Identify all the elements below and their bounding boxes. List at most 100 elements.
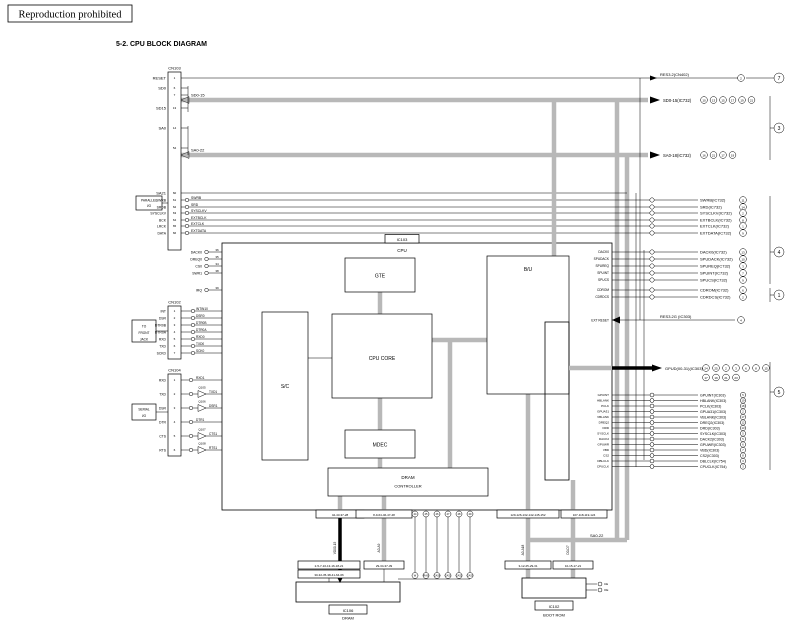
- svg-text:SYSCLKV: SYSCLKV: [150, 211, 166, 215]
- svg-text:SPUCS(IC732): SPUCS(IC732): [700, 277, 728, 282]
- svg-text:7: 7: [742, 448, 744, 452]
- svg-text:60: 60: [173, 191, 177, 195]
- svg-text:61: 61: [173, 198, 177, 202]
- svg-text:7: 7: [174, 351, 176, 355]
- svg-text:SPUREQ: SPUREQ: [596, 264, 610, 268]
- svg-text:GPUD(00-31)(IC303): GPUD(00-31)(IC303): [665, 366, 703, 371]
- svg-text:2: 2: [725, 366, 727, 370]
- cpu-name: CPU: [397, 248, 407, 253]
- svg-text:63: 63: [173, 211, 177, 215]
- svg-text:CS2: CS2: [603, 454, 609, 458]
- svg-text:RXD: RXD: [159, 378, 167, 382]
- svg-text:CAS0: CAS0: [434, 574, 441, 578]
- svg-text:CDRDCS(IC732): CDRDCS(IC732): [700, 294, 731, 299]
- svg-text:17: 17: [731, 98, 735, 102]
- svg-text:34: 34: [215, 262, 219, 266]
- svg-text:VBD: VBD: [603, 448, 610, 452]
- svg-text:PCLK(IC303): PCLK(IC303): [700, 404, 721, 408]
- svg-text:7: 7: [742, 271, 744, 275]
- mdec-block: MDEC: [344, 429, 416, 459]
- svg-text:3: 3: [742, 465, 744, 469]
- bus-interface-box: [544, 321, 570, 481]
- dram-name: DRAM: [342, 616, 354, 621]
- svg-text:RES3.2G (IC303): RES3.2G (IC303): [660, 314, 692, 319]
- sd-bus-dest-circles: 10 13 15 17 19 21: [700, 96, 756, 104]
- svg-text:10: 10: [741, 257, 745, 261]
- svg-text:4: 4: [174, 330, 176, 334]
- svg-text:6: 6: [742, 443, 744, 447]
- svg-text:19: 19: [714, 376, 718, 380]
- svg-text:SPUREQ(IC732): SPUREQ(IC732): [700, 263, 731, 268]
- svg-text:S/C: S/C: [281, 384, 290, 390]
- svg-text:25: 25: [714, 366, 718, 370]
- svg-text:Q108: Q108: [198, 442, 206, 446]
- svg-text:SRDB: SRDB: [157, 205, 167, 209]
- svg-text:SWR1: SWR1: [192, 271, 202, 275]
- svg-text:CAS2: CAS2: [456, 574, 463, 578]
- svg-text:DRD(IC303): DRD(IC303): [700, 426, 720, 430]
- svg-text:INT: INT: [161, 309, 166, 313]
- svg-text:RTS1: RTS1: [209, 446, 217, 450]
- gte-block: GTE: [344, 257, 416, 293]
- svg-text:62: 62: [173, 205, 177, 209]
- svg-text:5: 5: [742, 437, 744, 441]
- svg-text:RXD: RXD: [159, 337, 167, 341]
- svg-text:DACK0: DACK0: [191, 250, 202, 254]
- svg-text:DTR0A: DTR0A: [196, 328, 207, 332]
- inverter-icon: [197, 404, 207, 412]
- cpu-ref: IC103: [397, 237, 408, 242]
- svg-text:SD0: SD0: [158, 85, 167, 90]
- stamp-text: Reproduction prohibited: [19, 10, 123, 21]
- svg-text:CDROM(IC732): CDROM(IC732): [700, 287, 729, 292]
- svg-text:DREQ0: DREQ0: [190, 257, 202, 261]
- svg-text:BCK: BCK: [159, 218, 167, 222]
- svg-text:3-12-25-29-31: 3-12-25-29-31: [518, 564, 537, 568]
- svg-text:6: 6: [174, 448, 176, 452]
- svg-text:SERIAL: SERIAL: [138, 408, 150, 412]
- svg-text:10-15-17-21: 10-15-17-21: [565, 564, 582, 568]
- svg-text:EXTBCLK: EXTBCLK: [191, 216, 207, 220]
- svg-text:2: 2: [742, 295, 744, 299]
- svg-text:35: 35: [215, 255, 219, 259]
- sd-bus-right-label: SD0-15(IC732): [663, 98, 692, 103]
- svg-text:DTR1: DTR1: [196, 418, 205, 422]
- svg-text:SPUDACK(IC732): SPUDACK(IC732): [700, 256, 733, 261]
- svg-text:DSR: DSR: [159, 316, 167, 320]
- svg-text:CS0: CS0: [195, 264, 202, 268]
- svg-text:3: 3: [742, 459, 744, 463]
- svg-text:42-43-37-28: 42-43-37-28: [332, 513, 349, 517]
- svg-text:3: 3: [174, 406, 176, 410]
- svg-text:30-32-35-38-41-64-66: 30-32-35-38-41-64-66: [314, 573, 344, 577]
- svg-text:65: 65: [173, 224, 177, 228]
- dram-section: 2-5-7-10-13-16-18-21 30-32-35-38-41-64-6…: [295, 560, 405, 621]
- svg-text:SRD(IC732): SRD(IC732): [700, 204, 722, 209]
- boot-rom-ref: IC102: [549, 604, 560, 609]
- right-vertical-buses: [614, 78, 645, 540]
- svg-text:8: 8: [742, 454, 744, 458]
- svg-text:14: 14: [741, 205, 745, 209]
- sa21-row: SA21 60: [156, 190, 627, 195]
- svg-text:DRD: DRD: [603, 426, 610, 430]
- svg-text:GPUWR(IC303): GPUWR(IC303): [700, 443, 726, 447]
- svg-text:I/O: I/O: [142, 414, 147, 418]
- svg-text:5: 5: [742, 432, 744, 436]
- svg-text:CPUCLK(IC754): CPUCLK(IC754): [700, 465, 727, 469]
- svg-text:I/O: I/O: [147, 204, 152, 208]
- group-marks: 7 3 4 1 5: [746, 72, 785, 470]
- cpu-block: IC103 CPU: [221, 234, 613, 511]
- svg-text:107-118-119-124: 107-118-119-124: [573, 513, 596, 517]
- svg-text:5: 5: [778, 390, 781, 396]
- svg-text:54: 54: [173, 146, 177, 150]
- svg-text:SA21: SA21: [156, 190, 167, 195]
- svg-text:2: 2: [742, 211, 744, 215]
- svg-text:DACK0: DACK0: [598, 250, 609, 254]
- svg-text:13: 13: [742, 426, 745, 430]
- svg-text:SYSCLKV: SYSCLKV: [191, 209, 207, 213]
- svg-text:HBLANK(IC303): HBLANK(IC303): [700, 399, 726, 403]
- svg-text:SYSCLK: SYSCLK: [597, 432, 609, 436]
- svg-text:HBLANK: HBLANK: [597, 399, 609, 403]
- svg-text:GTE: GTE: [375, 274, 386, 280]
- svg-text:5: 5: [174, 434, 176, 438]
